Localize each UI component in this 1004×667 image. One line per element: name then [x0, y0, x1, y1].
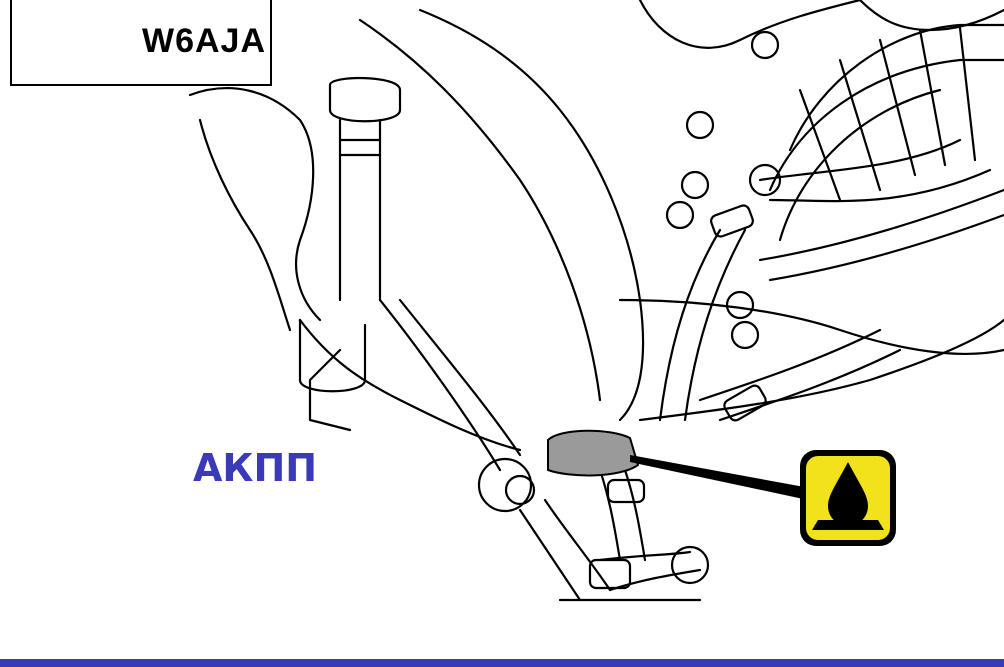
transmission-code-box: W6AJA [10, 0, 272, 86]
callout-label: АКПП [193, 446, 318, 490]
highlight-area [547, 429, 640, 477]
transmission-code: W6AJA [142, 22, 267, 60]
fluid-drop-icon [800, 450, 896, 546]
leader-line [630, 455, 810, 500]
footer-bar [0, 659, 1004, 667]
